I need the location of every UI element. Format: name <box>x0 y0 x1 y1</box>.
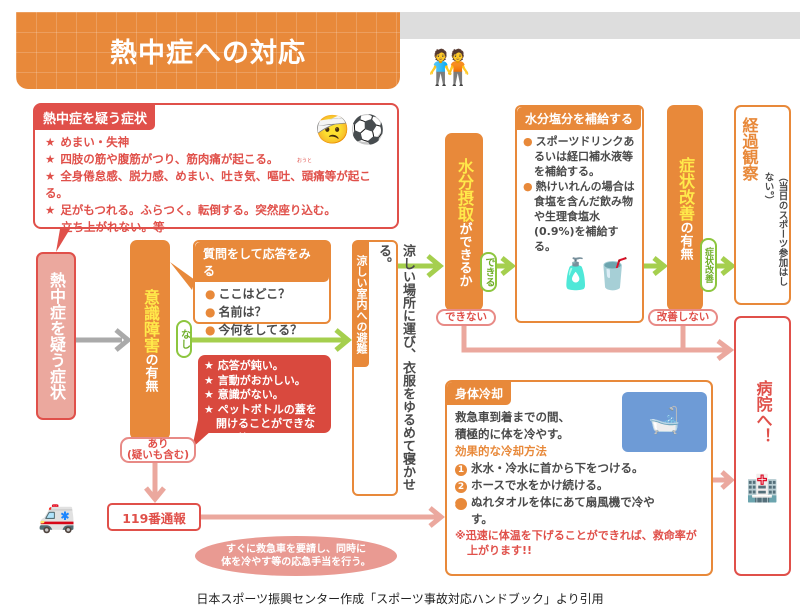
helpers-illustration: 🧑‍🤝‍🧑 <box>428 48 471 88</box>
call-note: すぐに救急車を要請し、同時に体を冷やす等の応急手当を行う。 <box>195 536 397 576</box>
suspect-heatstroke-box: 熱中症を疑う症状 <box>36 252 76 420</box>
cooling-note: ※迅速に体温を下げることができれば、救命率が上がります!! <box>455 529 697 557</box>
arrow-salt-improve <box>644 256 669 276</box>
methods-title: 効果的な冷却方法 <box>455 444 547 458</box>
arrow-gray <box>76 328 132 352</box>
sign-item: ★ 言動がおかしい。 <box>204 373 306 387</box>
cannot-label: できない <box>436 309 496 326</box>
salt-item: ●熱けいれんの場合は食塩を含んだ飲み物や生理食塩水(0.9%)を補給する。 <box>523 180 635 253</box>
sign-item: ★ ペットボトルの蓋を開けることができない。等 <box>204 402 317 445</box>
arrow-can <box>496 256 517 276</box>
impaired-signs-box: ★ 応答が鈍い。 ★ 言動がおかしい。 ★ 意識がない。 ★ ペットボトルの蓋を… <box>198 355 331 445</box>
arrow-call-cooling <box>201 506 445 528</box>
symptom-item: ★足がもつれる。ふらつく。転倒する。突然座り込む。立ち上がれない。等 <box>45 203 336 234</box>
observation-box: 経過観察 （当日のスポーツ参加はしない。） <box>734 105 791 305</box>
ruby-text: おうと <box>297 158 313 164</box>
symptom-item: ★四肢の筋や腹筋がつり、筋肉痛が起こる。 <box>45 152 279 166</box>
symptoms-header: 熱中症を疑う症状 <box>35 105 156 130</box>
call-119-box: 119番通報 <box>107 503 201 531</box>
arrow-rest-hydration <box>398 254 444 278</box>
sign-item: ★ 意識がない。 <box>204 388 284 401</box>
star-icon: ★ <box>45 152 56 166</box>
improved-label: 症状改善 <box>700 238 717 292</box>
source-caption: 日本スポーツ振興センター作成「スポーツ事故対応ハンドブック」より引用 <box>196 592 604 606</box>
present-label: あり(疑いも含む) <box>120 437 196 463</box>
ambulance-illustration: 🚑 <box>38 500 76 535</box>
symptoms-pointer <box>56 229 70 252</box>
bottles-illustration: 🧴🥤 <box>557 257 632 292</box>
hydration-check: 水分摂取ができるか <box>445 133 483 311</box>
consciousness-check: 意識障害の有無 <box>130 240 170 440</box>
cool-place-text: 涼しい場所に運び、衣服をゆるめて寝かせる。 <box>376 244 415 491</box>
star-icon: ★ <box>45 135 56 149</box>
can-label: できる <box>480 252 497 292</box>
hospital-icon: 🏥 <box>746 474 779 504</box>
question-item: ●名前は？ <box>205 305 267 319</box>
arrow-present-call <box>144 463 166 503</box>
page-title: 熱中症への対応 <box>16 12 400 89</box>
symptoms-box: 熱中症を疑う症状 ★めまい・失神 ★四肢の筋や腹筋がつり、筋肉痛が起こる。 ★全… <box>33 103 399 234</box>
not-improved-label: 改善しない <box>648 309 718 326</box>
ice-bath-illustration: 🛁 <box>622 392 707 452</box>
sign-item: ★ 応答が鈍い。 <box>204 359 284 372</box>
improvement-check: 症状改善の有無 <box>667 105 703 311</box>
none-label: なし <box>176 320 192 358</box>
question-pointer <box>170 262 195 290</box>
question-item: ●今何をしてる？ <box>205 323 303 337</box>
header-strip <box>400 12 800 39</box>
symptom-item: ★めまい・失神 <box>45 135 130 149</box>
hospital-box: 病院へ！ 🏥 <box>734 316 791 576</box>
salt-water-box: 水分塩分を補給する ●スポーツドリンクあるいは経口補水液等を補給する。 ●熱けい… <box>515 105 644 323</box>
question-item: ●ここはどこ？ <box>205 287 291 301</box>
arrow-cooling-hospital <box>713 470 735 490</box>
fallen-player-illustration: 🤕⚽ <box>315 113 385 146</box>
star-icon: ★ <box>45 203 56 217</box>
question-box: 質問をして応答をみる ●ここはどこ？ ●名前は？ ●今何をしてる？ <box>193 240 331 337</box>
symptom-item: ★全身倦怠感、脱力感、めまい、吐き気、嘔吐、頭痛等が起こる。 <box>45 169 371 200</box>
arrow-none <box>190 328 352 352</box>
star-icon: ★ <box>45 169 56 183</box>
cool-place-label: 涼しい室内への避難 <box>353 241 369 367</box>
arrow-cannot-hospital <box>461 326 735 361</box>
salt-item: ●スポーツドリンクあるいは経口補水液等を補給する。 <box>523 135 635 178</box>
arrow-improved <box>716 256 737 276</box>
